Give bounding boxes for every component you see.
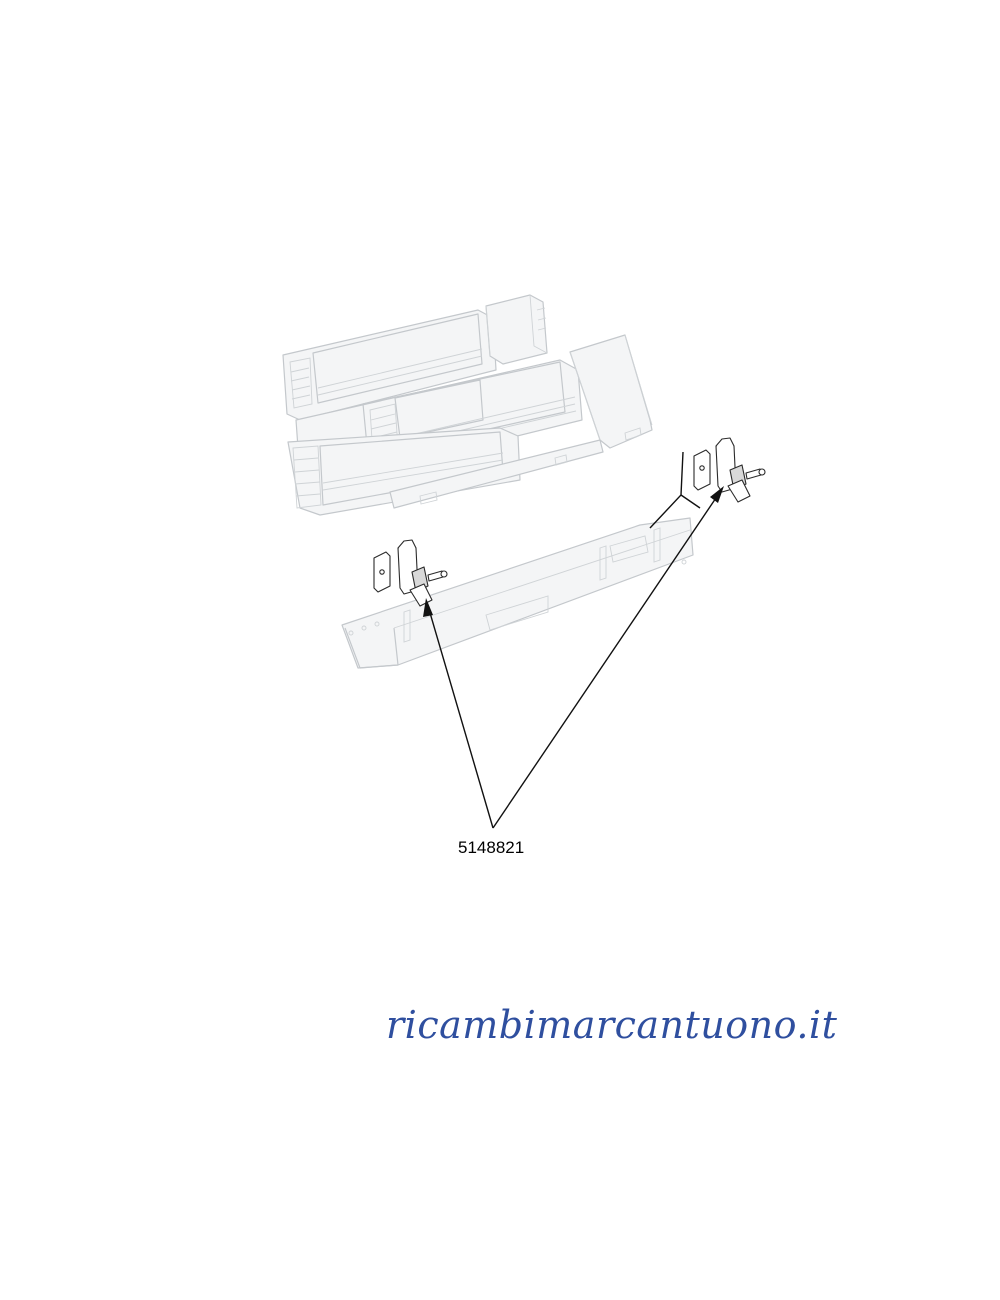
arrowhead-right (710, 486, 724, 503)
reference-leader (649, 451, 701, 529)
bracket-set-left (373, 539, 448, 607)
watermark-text: ricambimarcantuono.it (386, 1003, 838, 1047)
callout-leaders (423, 486, 724, 829)
part-number-callout: 5148821 (458, 838, 525, 857)
bracket-set-right (693, 437, 766, 503)
ghosted-panel-assembly (282, 294, 694, 669)
leader-line-left (427, 605, 494, 829)
leader-line-right (492, 491, 721, 829)
arrowhead-left (423, 598, 433, 617)
